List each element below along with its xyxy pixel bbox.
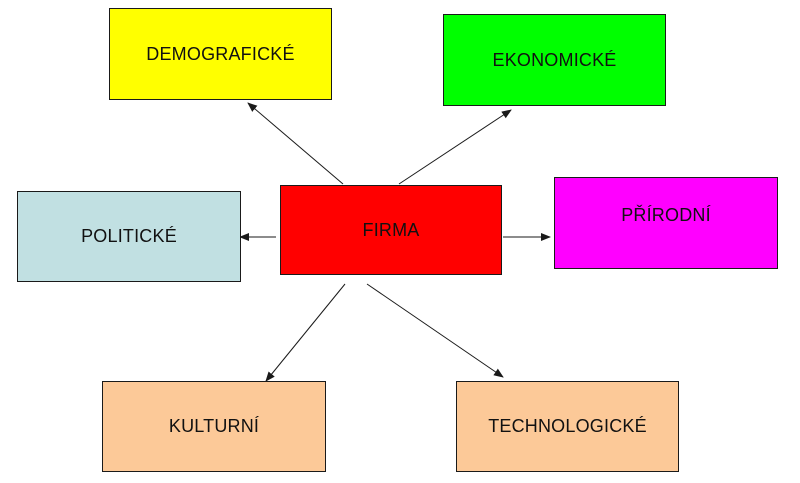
node-kulturni: KULTURNÍ [102, 381, 326, 472]
node-prirodni: PŘÍRODNÍ [554, 177, 778, 269]
arrow-to-demograficke [247, 102, 344, 185]
node-ekonomicke: EKONOMICKÉ [443, 14, 666, 106]
node-firma: FIRMA [280, 185, 502, 275]
node-label: DEMOGRAFICKÉ [146, 43, 295, 64]
node-label: EKONOMICKÉ [492, 49, 617, 70]
node-label: FIRMA [362, 219, 420, 240]
node-demograficke: DEMOGRAFICKÉ [109, 8, 332, 100]
arrow-to-technologicke [366, 283, 504, 378]
node-politicke: POLITICKÉ [17, 191, 241, 282]
node-label: TECHNOLOGICKÉ [488, 416, 647, 436]
node-label: KULTURNÍ [168, 416, 260, 436]
node-technologicke: TECHNOLOGICKÉ [456, 381, 679, 472]
node-label: POLITICKÉ [81, 226, 177, 246]
arrow-to-ekonomicke [398, 109, 512, 185]
arrow-to-kulturni [265, 283, 346, 382]
node-label: PŘÍRODNÍ [621, 204, 711, 225]
